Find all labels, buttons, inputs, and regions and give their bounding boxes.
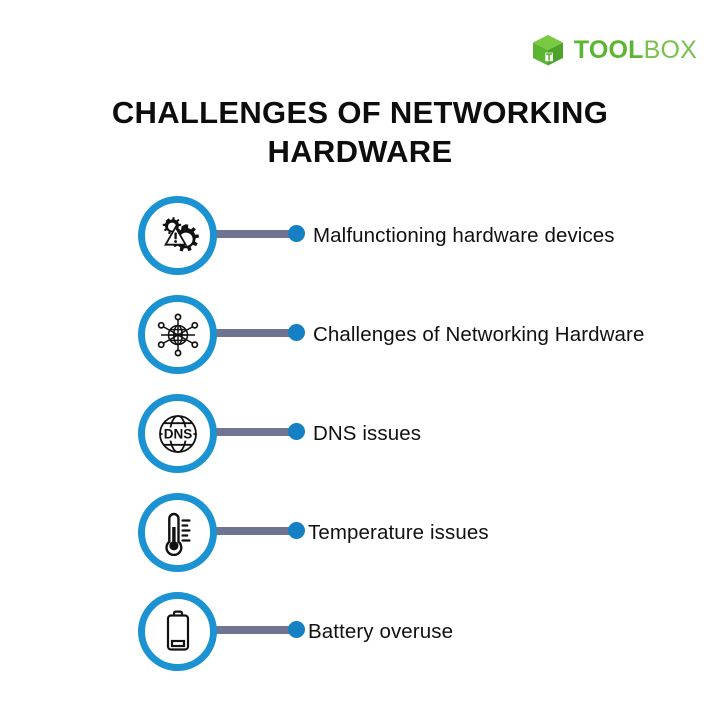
list-item: Battery overuse (0, 592, 720, 691)
gears-warning-icon (154, 214, 202, 258)
list-item: Malfunctioning hardware devices (0, 196, 720, 295)
list-item-label: Challenges of Networking Hardware (313, 322, 645, 346)
bullet-dot (288, 621, 305, 638)
bullet-dot (288, 423, 305, 440)
bullet-dot (288, 225, 305, 242)
battery-low-icon (161, 609, 195, 655)
page-title: CHALLENGES OF NETWORKING HARDWARE (111, 95, 609, 170)
dns-globe-icon: DNS (155, 411, 201, 457)
icon-badge-malfunctioning (138, 196, 217, 275)
green-cube-logo-icon (531, 33, 565, 67)
icon-badge-battery (138, 592, 217, 671)
list-item-label: Temperature issues (308, 520, 489, 544)
items-list: Malfunctioning hardware devices (0, 196, 720, 691)
brand-name-light: BOX (643, 35, 697, 64)
brand-name-bold: TOOL (573, 35, 644, 64)
list-item: DNS DNS issues (0, 394, 720, 493)
connector-line (208, 428, 294, 436)
thermometer-icon (157, 510, 199, 556)
network-globe-nodes-icon (155, 312, 201, 358)
icon-badge-temperature (138, 493, 217, 572)
dns-icon-text: DNS (163, 426, 192, 441)
list-item-label: DNS issues (313, 421, 422, 445)
list-item: Challenges of Networking Hardware (0, 295, 720, 394)
bullet-dot (288, 324, 305, 341)
bullet-dot (288, 522, 305, 539)
connector-line (208, 626, 294, 634)
list-item-label: Battery overuse (308, 619, 454, 643)
connector-line (208, 230, 294, 238)
brand-logo: TOOLBOX (531, 33, 697, 67)
list-item-label: Malfunctioning hardware devices (313, 223, 615, 247)
icon-badge-networking (138, 295, 217, 374)
icon-badge-dns: DNS (138, 394, 217, 473)
connector-line (208, 329, 294, 337)
list-item: Temperature issues (0, 493, 720, 592)
connector-line (208, 527, 294, 535)
brand-name: TOOLBOX (573, 35, 697, 64)
